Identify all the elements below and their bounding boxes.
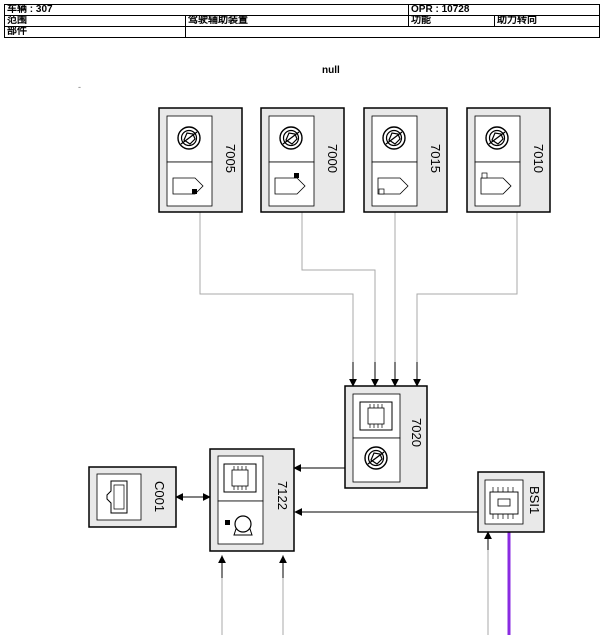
wires-gray — [199, 212, 518, 635]
power-steering-pump-icon — [225, 515, 253, 536]
module-C001: C001 — [88, 466, 177, 528]
null-label: null — [322, 65, 340, 76]
module-label-C001: C001 — [152, 481, 167, 512]
module-7010: 7010 — [466, 107, 551, 213]
module-label-7010: 7010 — [531, 144, 546, 173]
sensor-tag-icon — [377, 177, 409, 195]
ecu-chip-icon — [223, 463, 257, 493]
module-BSI1: BSI1 — [477, 471, 545, 533]
component-value — [184, 26, 600, 38]
steering-wheel-icon — [364, 446, 388, 470]
module-label-7005: 7005 — [223, 144, 238, 173]
steering-wheel-icon — [485, 126, 509, 150]
module-7020: 7020 — [344, 385, 428, 489]
steering-wheel-icon — [177, 126, 201, 150]
fuse-box-icon — [489, 487, 519, 519]
module-7122: 7122 — [209, 448, 295, 552]
module-7000: 7000 — [260, 107, 345, 213]
module-label-7000: 7000 — [325, 144, 340, 173]
module-7015: 7015 — [363, 107, 448, 213]
module-label-BSI1: BSI1 — [527, 486, 542, 514]
dash-mark: - — [78, 82, 81, 92]
diagnostic-connector-icon — [106, 480, 128, 514]
module-label-7122: 7122 — [275, 481, 290, 510]
steering-wheel-icon — [382, 126, 406, 150]
arrows-into-7020 — [349, 362, 421, 387]
component-label: 部件 — [4, 26, 186, 38]
header-row-component: 部件 — [4, 26, 600, 38]
module-7005: 7005 — [158, 107, 243, 213]
sensor-tag-icon — [274, 177, 306, 195]
steering-wheel-icon — [279, 126, 303, 150]
module-label-7020: 7020 — [409, 418, 424, 447]
ecu-chip-icon — [359, 401, 393, 431]
connection-arrows — [175, 464, 492, 578]
sensor-tag-icon — [480, 177, 512, 195]
module-label-7015: 7015 — [428, 144, 443, 173]
header-table: 车辆 : 307 OPR : 10728 范围 驾驶辅助装置 功能 助力转向 部… — [3, 4, 600, 38]
